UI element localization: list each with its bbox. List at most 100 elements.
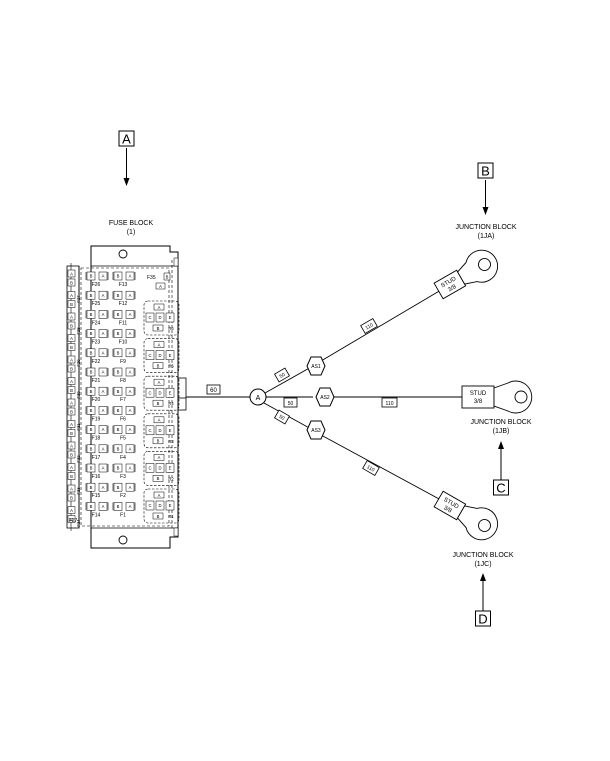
fuse-label-f11: F11 (119, 320, 127, 326)
side-pin-b-4: B (70, 366, 73, 371)
fuse-glyph-f13-pin-b: B (117, 274, 120, 279)
fuse-label-f30: F30 (76, 391, 81, 399)
relay-r6-pin-top: A (158, 305, 161, 310)
wire-size-to-as3: 50 (278, 414, 286, 422)
fuse-label-f13: F13 (119, 282, 128, 288)
fuse-glyph-f24-pin-b: B (90, 312, 93, 317)
fuse-glyph-f18-pin-b: B (90, 427, 93, 432)
relay-r3-pin-e: E (169, 428, 172, 433)
fuse-glyph-f13-pin-a: A (129, 274, 132, 279)
splice-as2-label: AS2 (320, 395, 330, 401)
fuse-glyph-f17-pin-b: B (90, 446, 93, 451)
fuse-glyph-f2-pin-a: A (129, 485, 132, 490)
arrow-down-icon (482, 207, 489, 215)
fuse-label-f29: F29 (76, 359, 81, 367)
fuse-glyph-f10-pin-a: A (129, 331, 132, 336)
stud-ja-line2: 3/8 (447, 284, 458, 294)
ring-terminal-ja: STUD 3/8 (433, 249, 499, 300)
side-pin-a-9: A (70, 465, 73, 470)
wire-size-to-as2: 50 (288, 401, 294, 407)
fuse-glyph-f25-pin-a: A (102, 293, 105, 298)
side-pin-b-6: B (70, 409, 73, 414)
relay-r6-pin-d: D (158, 315, 161, 320)
fuse-glyph-f26-pin-a: A (102, 274, 105, 279)
mount-hole-bottom (118, 535, 128, 545)
side-pin-a-3: A (70, 336, 73, 341)
callout-a: A (118, 130, 135, 186)
fuse-block-title: FUSE BLOCK (109, 220, 154, 227)
fuse-glyph-f15-pin-a: A (102, 485, 105, 490)
fuse-label-f7: F7 (120, 397, 126, 403)
relay-r2-pin-bottom: B (157, 476, 160, 481)
fuse-label-f9: F9 (120, 359, 126, 365)
wire-size-as3-jc: 110 (366, 464, 376, 473)
fuse-label-f14: F14 (92, 512, 101, 518)
stud-jb-line1: STUD (470, 391, 487, 397)
fuse-label-f24: F24 (92, 320, 101, 326)
fuse-glyph-f15-pin-b: B (90, 485, 93, 490)
callout-c: C (493, 441, 509, 496)
fuse-glyph-f19-pin-b: B (90, 408, 93, 413)
fuse-glyph-f14-pin-a: A (102, 504, 105, 509)
side-pin-a-6: A (70, 400, 73, 405)
relay-r5-pin-e: E (169, 353, 172, 358)
relay-r5-pin-bottom: B (157, 363, 160, 368)
fuse-glyph-f20-pin-a: A (102, 389, 105, 394)
relay-r1-pin-bottom: B (157, 514, 160, 519)
fuse-label-f3: F3 (120, 474, 126, 480)
fuse-glyph-f7-pin-b: B (117, 389, 120, 394)
fuse-label-f34: F34 (76, 519, 81, 527)
fuse-glyph-f21-pin-a: A (102, 370, 105, 375)
stud-jb-line2: 3/8 (474, 399, 483, 405)
fuse-glyph-f20-pin-b: B (90, 389, 93, 394)
relay-label-r1: R1 (168, 514, 174, 519)
fuse-glyph-f10-pin-b: B (117, 331, 120, 336)
fuse-label-f16: F16 (92, 474, 101, 480)
side-pin-a-7: A (70, 422, 73, 427)
junction-block-ja-title: JUNCTION BLOCK (455, 224, 516, 231)
wire-size-to-as1: 50 (279, 372, 287, 380)
fuse-label-f27: F27 (76, 295, 81, 303)
fuse-label-f23: F23 (92, 340, 101, 346)
fuse-glyph-f11-pin-b: B (117, 312, 120, 317)
fuse-glyph-f12-pin-b: B (117, 293, 120, 298)
relay-r2-pin-e: E (169, 466, 172, 471)
side-pin-b-11: B (70, 517, 73, 522)
fuse-glyph-f2-pin-b: B (117, 485, 120, 490)
relay-r1-pin-top: A (158, 493, 161, 498)
side-pin-b-2: B (70, 323, 73, 328)
fuse-glyph-f14-pin-b: B (90, 504, 93, 509)
fuse-label-f33: F33 (76, 487, 81, 495)
relay-r3-pin-c: C (148, 428, 151, 433)
fuse-glyph-f9-pin-b: B (117, 350, 120, 355)
fuse-f35: F35 B A (147, 272, 171, 290)
fuse-glyph-f6-pin-b: B (117, 408, 120, 413)
relay-r4-pin-d: D (158, 390, 161, 395)
wire-main-size: 60 (210, 388, 217, 394)
fuse-glyph-f5-pin-b: B (117, 427, 120, 432)
relay-r3-pin-d: D (158, 428, 161, 433)
relay-label-r2: R2 (168, 476, 174, 481)
fuse-glyph-f18-pin-a: A (102, 427, 105, 432)
fuse-label-f26: F26 (92, 282, 101, 288)
callout-c-label: C (496, 481, 505, 496)
relay-r5-pin-top: A (158, 342, 161, 347)
ring-terminal-jb: STUD 3/8 (461, 380, 533, 414)
fuse-label-f17: F17 (92, 455, 101, 461)
stud-jc-line2: 3/8 (442, 505, 453, 515)
fuse-label-f28: F28 (76, 327, 81, 335)
